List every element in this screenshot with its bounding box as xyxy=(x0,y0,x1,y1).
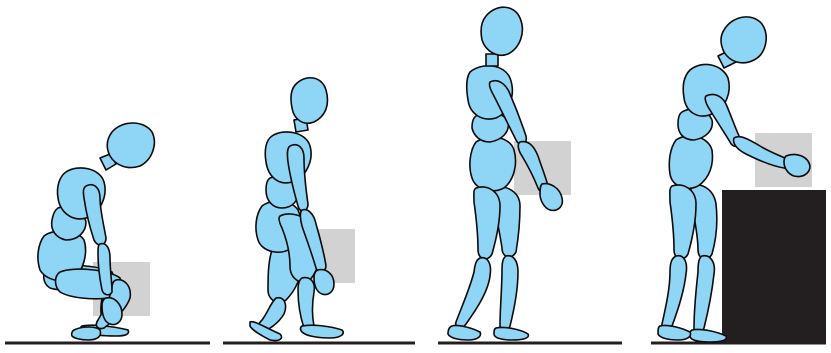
figure-1-head xyxy=(107,123,154,168)
figure-4-placing xyxy=(651,17,826,343)
figure-4-front-foot xyxy=(658,325,691,340)
figure-2-front-shin xyxy=(298,278,314,332)
figure-3-pelvis xyxy=(470,137,516,190)
figure-3-front-thigh xyxy=(474,187,500,259)
figure-3-back-foot xyxy=(494,327,528,340)
figure-3-front-foot xyxy=(448,325,481,340)
figure-4-front-shin xyxy=(662,256,687,330)
figure-4-pelvis xyxy=(669,136,712,188)
figure-2-front-foot xyxy=(301,325,344,338)
figure-3-back-shin xyxy=(500,256,518,331)
figure-3-head xyxy=(481,7,522,55)
figure-3-standing xyxy=(438,7,622,343)
figure-3-front-shin xyxy=(456,258,491,328)
figure-3-neck xyxy=(486,54,498,66)
figure-2-hand xyxy=(314,270,334,295)
figure-4-back-shin xyxy=(694,256,714,333)
figure-2-lifting xyxy=(223,78,415,343)
figure-4-back-foot xyxy=(690,329,726,342)
figure-1-squat xyxy=(5,123,210,343)
figure-4-front-thigh xyxy=(670,185,696,259)
figure-4-head xyxy=(721,17,766,63)
raised-surface xyxy=(722,190,826,342)
figure-2-head xyxy=(291,78,327,123)
